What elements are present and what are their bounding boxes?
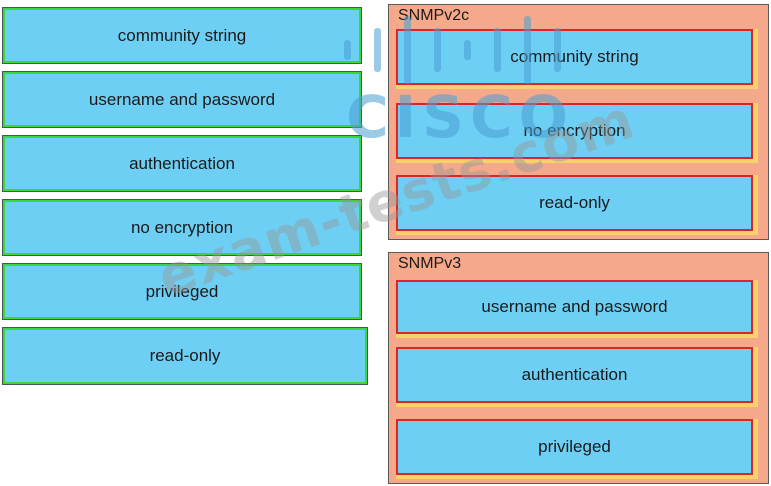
source-item-label: community string xyxy=(117,25,247,45)
placed-item-username-and-password[interactable]: username and password xyxy=(396,280,753,334)
target-zone-snmpv2c[interactable]: SNMPv2c community string no encryption r… xyxy=(388,4,769,240)
placed-item-no-encryption[interactable]: no encryption xyxy=(396,103,753,159)
source-item-privileged[interactable]: privileged xyxy=(2,263,362,320)
source-item-label: privileged xyxy=(145,281,219,301)
source-item-label: username and password xyxy=(88,89,276,109)
placed-item-community-string[interactable]: community string xyxy=(396,29,753,85)
placed-item-label: privileged xyxy=(538,437,611,456)
target-zone-snmpv3[interactable]: SNMPv3 username and password authenticat… xyxy=(388,252,769,484)
drop-slot[interactable]: no encryption xyxy=(396,103,758,163)
source-item-username-and-password[interactable]: username and password xyxy=(2,71,362,128)
source-item-read-only[interactable]: read-only xyxy=(2,327,368,385)
placed-item-label: no encryption xyxy=(523,121,626,140)
placed-item-label: authentication xyxy=(521,365,628,384)
source-item-community-string[interactable]: community string xyxy=(2,7,362,64)
placed-item-authentication[interactable]: authentication xyxy=(396,347,753,403)
source-item-no-encryption[interactable]: no encryption xyxy=(2,199,362,256)
drop-slot[interactable]: read-only xyxy=(396,175,758,235)
placed-item-label: read-only xyxy=(539,193,610,212)
drop-slot[interactable]: privileged xyxy=(396,419,758,479)
placed-item-read-only[interactable]: read-only xyxy=(396,175,753,231)
zone-title: SNMPv3 xyxy=(398,255,462,272)
placed-item-label: username and password xyxy=(481,297,668,316)
zone-title: SNMPv2c xyxy=(398,7,470,24)
drop-slot[interactable]: community string xyxy=(396,29,758,89)
drop-slot[interactable]: authentication xyxy=(396,347,758,407)
source-item-label: no encryption xyxy=(130,217,234,237)
drop-slot[interactable]: username and password xyxy=(396,280,758,338)
source-item-authentication[interactable]: authentication xyxy=(2,135,362,192)
source-item-label: read-only xyxy=(149,346,221,365)
source-item-label: authentication xyxy=(129,153,235,173)
placed-item-label: community string xyxy=(510,47,639,66)
placed-item-privileged[interactable]: privileged xyxy=(396,419,753,475)
